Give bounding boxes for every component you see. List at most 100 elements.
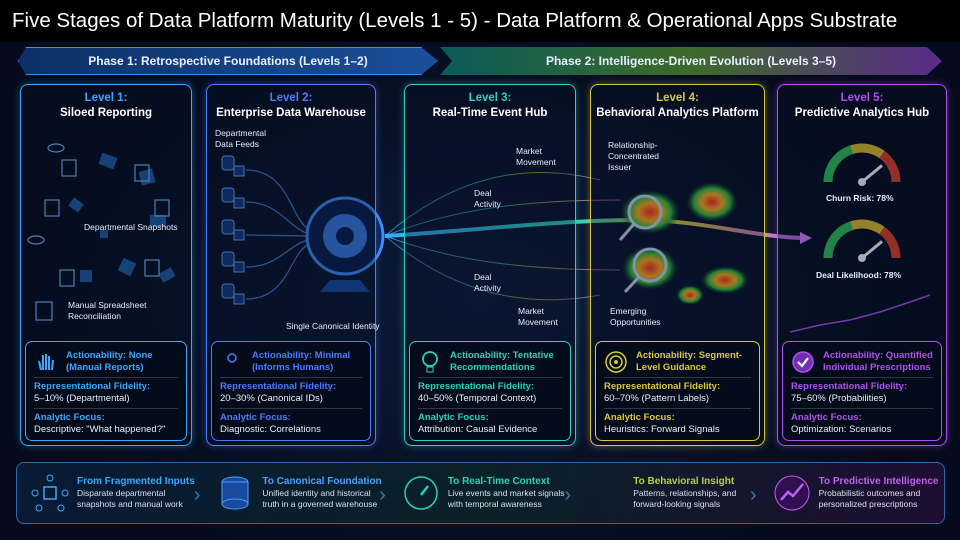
check-circle-icon: [792, 350, 814, 373]
hand-icon: [38, 353, 54, 370]
gauge-needle: [861, 240, 883, 260]
beam-streams: [384, 171, 621, 301]
network-cube-icon: [31, 474, 69, 512]
actionability-detail: Recommendations: [450, 361, 535, 373]
target-icon: [605, 350, 627, 373]
actionability: Actionability: Quantified: [823, 349, 933, 361]
level-info-card: Actionability: Minimal(Informs Humans) R…: [211, 341, 371, 441]
step-description: Probabilistic outcomes and personalized …: [818, 488, 921, 509]
label-canonical-identity: Single Canonical Identity: [286, 321, 380, 331]
focus-label: Analytic Focus:: [791, 412, 862, 423]
level-info-card: Actionability: None(Manual Reports) Repr…: [25, 341, 187, 441]
level-number: Level 5:: [840, 92, 884, 104]
fidelity-value: 20–30% (Canonical IDs): [220, 393, 323, 404]
data-flow-illustration: [27, 143, 931, 333]
gauge: [823, 143, 901, 186]
level-2-column: Level 2: Enterprise Data Warehouse Action…: [206, 84, 376, 446]
level-header: Level 3:Real-Time Event Hub: [405, 85, 575, 121]
level-title: Real-Time Event Hub: [432, 107, 548, 119]
label-deal-activity-2: Deal Activity: [474, 272, 501, 293]
actionability-detail: (Manual Reports): [66, 361, 144, 373]
users-icon: [227, 352, 237, 363]
magnifier-icons: [618, 194, 668, 294]
actionability: Actionability: None: [66, 349, 153, 361]
actionability: Actionability: Segment-: [636, 349, 743, 361]
level-title: Siloed Reporting: [60, 107, 152, 119]
level-header: Level 4:Behavioral Analytics Platform: [591, 85, 764, 121]
step-description: Patterns, relationships, and forward-loo…: [633, 488, 737, 509]
fidelity-label: Representational Fidelity:: [604, 381, 721, 392]
phase-2-banner: Phase 2: Intelligence-Driven Evolution (…: [440, 47, 942, 75]
level-number: Level 4:: [656, 92, 699, 104]
actionability: Actionability: Minimal: [252, 349, 351, 361]
trend-sparkline: [789, 294, 931, 333]
focus-value: Optimization: Scenarios: [791, 424, 892, 435]
gauge-needle: [861, 164, 883, 184]
page-title: Five Stages of Data Platform Maturity (L…: [12, 9, 898, 32]
actionability-detail: (Informs Humans): [252, 361, 334, 373]
title-bar: Five Stages of Data Platform Maturity (L…: [0, 0, 960, 42]
spreadsheet-icons: [27, 143, 170, 321]
level-info-card: Actionability: Segment-Level Guidance Re…: [595, 341, 760, 441]
actionability-detail: Level Guidance: [636, 361, 707, 373]
phase-2-label: Phase 2: Intelligence-Driven Evolution (…: [545, 54, 837, 68]
label-emerging-opportunities: Emerging Opportunities: [610, 306, 661, 327]
label-churn-risk: Churn Risk: 78%: [826, 193, 894, 203]
focus-label: Analytic Focus:: [418, 412, 489, 423]
level-title: Enterprise Data Warehouse: [216, 107, 366, 119]
gauge: [823, 219, 901, 262]
label-relationship-issuer: Relationship-Concentrated Issuer: [608, 140, 660, 172]
arrow-head: [800, 232, 812, 244]
fidelity-value: 75–60% (Probabilities): [791, 393, 887, 404]
fidelity-label: Representational Fidelity:: [34, 381, 151, 392]
actionability: Actionability: Tentative: [450, 349, 554, 361]
brain-icon: [587, 474, 625, 512]
focus-value: Heuristics: Forward Signals: [604, 424, 720, 435]
focus-label: Analytic Focus:: [34, 412, 105, 423]
chevron-right-icon: ›: [564, 484, 572, 506]
level-header: Level 5: Predictive Analytics Hub: [778, 85, 946, 121]
step-heading: From Fragmented Inputs: [77, 476, 195, 487]
feed-databases: [221, 155, 245, 305]
database-icon: [221, 476, 249, 510]
chevron-right-icon: ›: [193, 484, 201, 506]
focus-value: Descriptive: "What happened?": [34, 424, 166, 435]
focus-value: Attribution: Causal Evidence: [418, 424, 538, 435]
focus-label: Analytic Focus:: [220, 412, 291, 423]
level-title: Predictive Analytics Hub: [794, 107, 930, 119]
level-number: Level 1:: [84, 92, 128, 104]
lightbulb-icon: [422, 350, 438, 372]
label-deal-activity-1: Deal Activity: [474, 188, 501, 209]
chevron-right-icon: ›: [749, 484, 757, 506]
step-heading: To Real-Time Context: [447, 476, 550, 487]
level-3-column: Level 3:Real-Time Event Hub Actionabilit…: [404, 84, 576, 446]
fidelity-label: Representational Fidelity:: [791, 381, 908, 392]
level-1-column: Level 1: Siloed Reporting Actionability: …: [20, 84, 192, 446]
focus-value: Diagnostic: Correlations: [220, 424, 321, 435]
fidelity-value: 40–50% (Temporal Context): [418, 393, 537, 404]
fidelity-label: Representational Fidelity:: [220, 381, 337, 392]
label-market-movement-2: Market Movement: [518, 306, 558, 327]
fidelity-value: 5–10% (Departmental): [34, 393, 130, 404]
level-number: Level 2:: [269, 92, 313, 104]
focus-label: Analytic Focus:: [604, 412, 675, 423]
step-heading: To Behavioral Insight: [633, 476, 735, 487]
label-deal-likelihood: Deal Likelihood: 78%: [816, 270, 902, 280]
phase-1-banner: Phase 1: Retrospective Foundations (Leve…: [18, 47, 438, 75]
level-header: Level 2: Enterprise Data Warehouse: [207, 85, 375, 121]
fidelity-value: 60–70% (Pattern Labels): [604, 393, 710, 404]
level-header: Level 1: Siloed Reporting: [21, 85, 191, 121]
fidelity-label: Representational Fidelity:: [418, 381, 535, 392]
gauges: [823, 143, 901, 262]
label-market-movement-1: Market Movement: [516, 146, 556, 167]
fragment-shards: [68, 152, 176, 283]
actionability-detail: Individual Prescriptions: [823, 361, 931, 373]
phase-1-label: Phase 1: Retrospective Foundations (Leve…: [88, 54, 368, 68]
